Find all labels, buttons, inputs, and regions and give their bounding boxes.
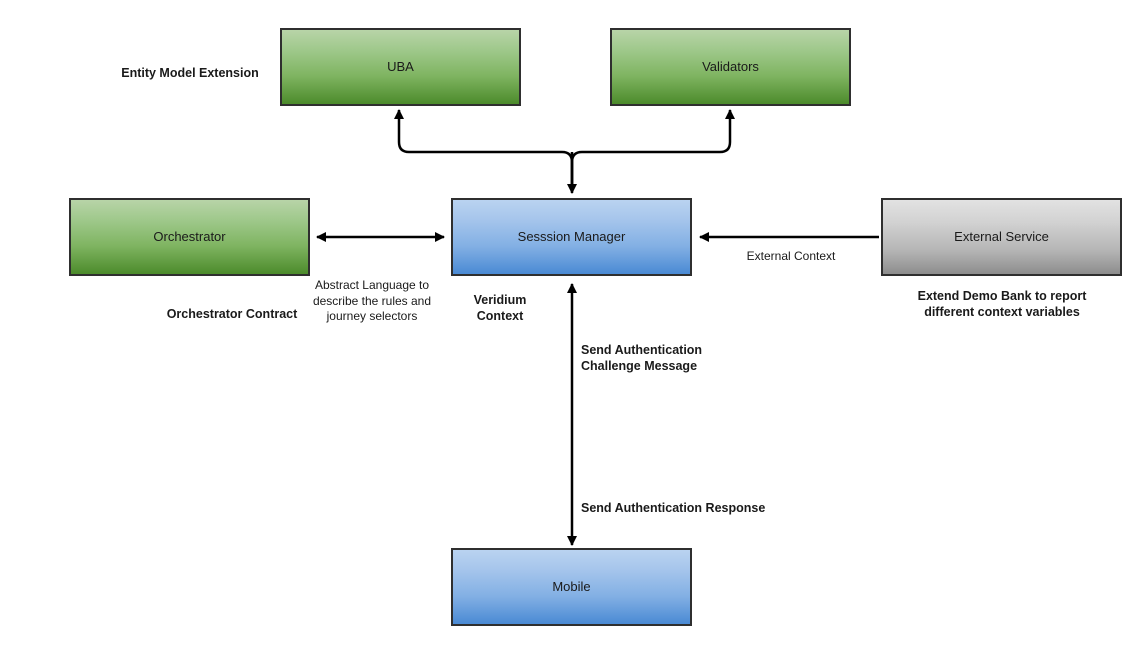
node-session-manager-label: Sesssion Manager — [517, 228, 626, 244]
annotation-entity-model-extension: Entity Model Extension — [121, 66, 259, 80]
node-mobile[interactable]: Mobile — [451, 548, 692, 626]
annotation-send-auth-challenge: Send Authentication Challenge Message — [581, 343, 703, 374]
node-uba[interactable]: UBA — [280, 28, 521, 106]
annotation-veridium-context: Veridium Context — [473, 293, 527, 324]
annotation-extend-demo-bank: Extend Demo Bank to report different con… — [917, 289, 1087, 320]
node-uba-label: UBA — [387, 58, 414, 74]
node-orchestrator[interactable]: Orchestrator — [69, 198, 310, 276]
annotation-orchestrator-contract: Orchestrator Contract — [166, 307, 298, 321]
node-external-service-label: External Service — [954, 228, 1049, 244]
annotation-send-auth-response: Send Authentication Response — [581, 501, 766, 515]
node-orchestrator-label: Orchestrator — [153, 228, 226, 244]
node-external-service[interactable]: External Service — [881, 198, 1122, 276]
node-validators[interactable]: Validators — [610, 28, 851, 106]
annotation-external-context: External Context — [746, 249, 836, 263]
connector-session-to-uba-validators — [394, 109, 735, 194]
node-mobile-label: Mobile — [552, 578, 591, 594]
node-session-manager[interactable]: Sesssion Manager — [451, 198, 692, 276]
node-validators-label: Validators — [702, 58, 759, 74]
annotation-abstract-language: Abstract Language to describe the rules … — [312, 278, 432, 324]
